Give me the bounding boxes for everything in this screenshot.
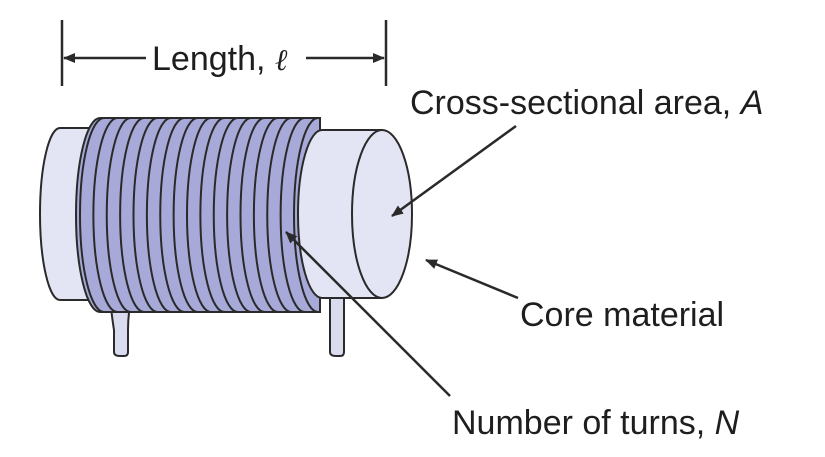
core-material-label: Core material	[520, 296, 724, 334]
coil-turn	[105, 117, 131, 313]
coil-turn	[119, 117, 145, 313]
coil-turn	[199, 117, 225, 313]
coil-turn	[293, 117, 319, 313]
coil-turn	[239, 117, 265, 313]
coil-turn	[79, 117, 105, 313]
area-label: Cross-sectional area, A	[410, 84, 763, 122]
coil-turn	[145, 117, 171, 313]
coil-turn	[132, 117, 158, 313]
coil-turn	[92, 117, 118, 313]
core-material-arrow	[425, 258, 519, 300]
coil-turn	[226, 117, 252, 313]
turns-symbol: N	[715, 404, 740, 442]
right-lead	[329, 298, 345, 357]
coil-turn	[172, 117, 198, 313]
coil-turn	[279, 117, 305, 313]
length-label: Length, ℓ	[152, 40, 288, 78]
coil-turn	[186, 117, 212, 313]
turns-arrow	[285, 231, 451, 397]
area-symbol: A	[739, 84, 764, 122]
coil-turn	[212, 117, 238, 313]
coil-turn	[252, 117, 278, 313]
coil-turn	[159, 117, 185, 313]
area-arrow	[391, 124, 517, 218]
coil-turn	[266, 117, 292, 313]
core-end-face	[351, 129, 413, 299]
coil-turns	[79, 117, 319, 313]
length-symbol: ℓ	[275, 43, 288, 78]
turns-label: Number of turns, N	[452, 404, 740, 442]
